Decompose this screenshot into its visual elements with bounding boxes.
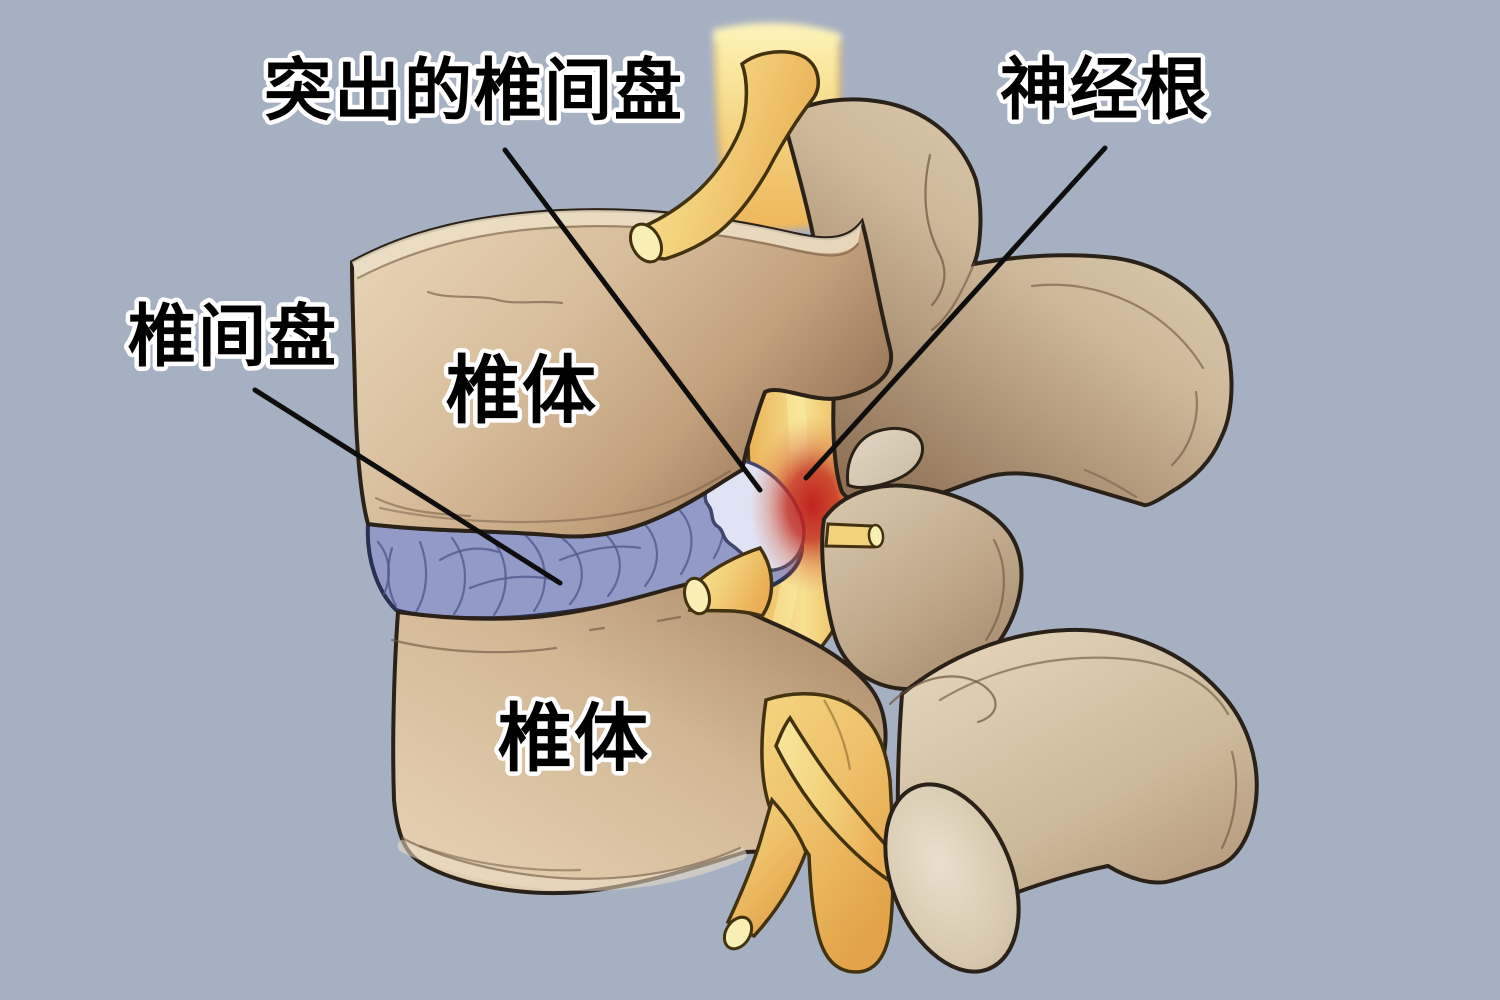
leader-line-disc xyxy=(252,387,563,586)
label-vertebral-body-upper: 椎体 xyxy=(446,348,598,434)
label-nerve-root: 神经根 xyxy=(1000,51,1210,130)
leader-line-herniated-disc xyxy=(502,147,763,493)
lower-vertebral-body xyxy=(390,581,888,896)
nerve-cut-end-upper xyxy=(628,222,664,264)
label-vertebral-body-lower: 椎体 xyxy=(498,696,650,782)
nerve-cut-end-stub xyxy=(867,523,885,549)
leader-line-nerve-root xyxy=(803,145,1108,481)
nerve-root-exit-tube xyxy=(683,545,774,619)
label-disc: 椎间盘 xyxy=(128,298,338,377)
nerve-cut-end-lower xyxy=(722,915,754,951)
nerve-stub-right xyxy=(824,522,885,549)
nerve-root-upper-branch xyxy=(628,50,820,264)
label-herniated-disc: 突出的椎间盘 xyxy=(264,52,684,131)
posterior-arch-upper xyxy=(780,97,1234,510)
nerve-cut-end-middle xyxy=(683,576,711,616)
spinal-nerve-branch-lower xyxy=(722,692,902,974)
facet-oval xyxy=(883,782,1021,974)
